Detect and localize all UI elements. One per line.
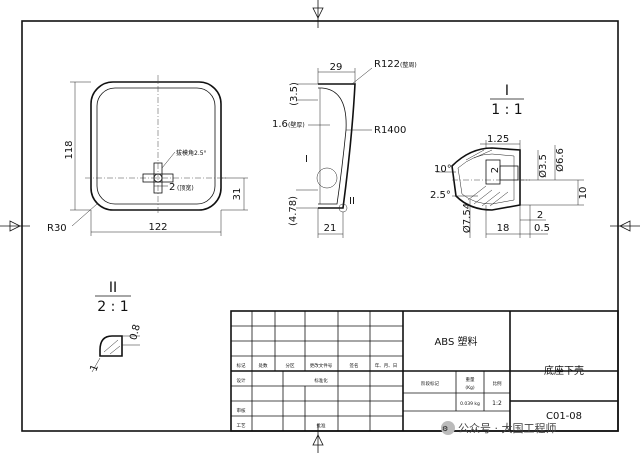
watermark: ⚙ 公众号 · 大国工程师 <box>441 421 557 435</box>
center-boss <box>142 162 174 194</box>
tb-review: 审核 <box>237 407 246 414</box>
dim-r122: R122 <box>374 59 400 70</box>
dim-3-5: (3.5) <box>289 82 300 106</box>
scale-label: 比例 <box>493 380 502 387</box>
stage-mark: 阶段标记 <box>421 380 439 387</box>
dim-angle-10: 10° <box>434 164 452 175</box>
title-block: 标记 处数 分区 更改文件号 签名 年、月、日 设计 标准化 审核 工艺 批准 … <box>230 310 619 432</box>
dim-1-25: 1.25 <box>487 134 509 145</box>
dim-r1400: R1400 <box>374 125 406 136</box>
dim-2b: 2 <box>537 210 543 221</box>
detail-II: II 2 : 1 0.8 1 <box>88 280 142 373</box>
tb-process: 工艺 <box>237 423 246 429</box>
detail-II-title: II <box>109 280 117 296</box>
dim-height: 118 <box>64 140 75 159</box>
tb-approve: 批准 <box>317 422 326 429</box>
detail-label-I: I <box>305 154 308 165</box>
wall-1-6-note: (壁厚) <box>288 121 305 129</box>
detail-I-scale: 1 : 1 <box>491 102 522 118</box>
hatch <box>465 149 509 207</box>
dim-wall-2: 2 <box>169 182 175 193</box>
dim-corner-radius: R30 <box>47 223 67 234</box>
dim-dia-3-5: Ø3.5 <box>537 154 549 178</box>
side-view: I II 29 R122 (整周) (3.5) 1.6 (壁厚) R1400 (… <box>272 59 417 238</box>
th-change-doc: 更改文件号 <box>310 362 333 369</box>
th-count: 处数 <box>259 362 268 369</box>
dim-dia-6-6: Ø6.6 <box>554 148 566 172</box>
detail-label-II: II <box>349 196 355 207</box>
dim-2-rot: 2 <box>490 167 501 173</box>
weight-label: 重量 <box>466 376 475 383</box>
tb-design: 设计 <box>237 377 246 384</box>
dim-wall-1-6: 1.6 <box>272 119 288 130</box>
dim-0-8: 0.8 <box>128 323 143 341</box>
detail-I-title: I <box>505 83 509 99</box>
th-date: 年、月、日 <box>375 362 398 369</box>
wall-note: (顶宽) <box>177 184 194 192</box>
tb-standardization: 标准化 <box>314 377 328 384</box>
draft-angle-note: 拔模角2.5° <box>176 149 207 157</box>
r122-note: (整周) <box>400 61 417 69</box>
dim-0-5: 0.5 <box>534 223 550 234</box>
part-name: 底座下壳 <box>544 364 584 377</box>
dim-10: 10 <box>578 187 589 200</box>
dim-18: 18 <box>497 223 510 234</box>
dim-4-78: (4.78) <box>288 196 299 226</box>
detail-I: I 1 : 1 1.25 2 10° 2.5° Ø3.5 Ø <box>430 83 589 238</box>
material: ABS 塑料 <box>434 335 477 348</box>
th-zone: 分区 <box>286 362 295 369</box>
weight-unit: (Kg) <box>465 385 475 391</box>
dim-31: 31 <box>232 188 243 201</box>
th-mark: 标记 <box>237 362 246 369</box>
dim-dia-7-54: Ø7.54 <box>461 203 473 233</box>
front-view: 118 122 R30 31 拔模角2.5° 2 (顶宽) <box>47 75 248 236</box>
dim-29: 29 <box>330 62 343 73</box>
dim-21: 21 <box>324 223 337 234</box>
wechat-icon: ⚙ <box>442 425 448 433</box>
mass-value: 0.039 kg <box>460 401 480 407</box>
th-sign: 签名 <box>350 362 359 369</box>
watermark-text: 公众号 · 大国工程师 <box>458 421 557 435</box>
dim-angle-2-5: 2.5° <box>430 190 451 201</box>
dim-width: 122 <box>148 222 167 233</box>
detail-II-scale: 2 : 1 <box>97 299 128 315</box>
scale-value: 1:2 <box>492 400 502 407</box>
dim-1: 1 <box>88 363 101 373</box>
drawing-number: C01-08 <box>546 411 582 422</box>
